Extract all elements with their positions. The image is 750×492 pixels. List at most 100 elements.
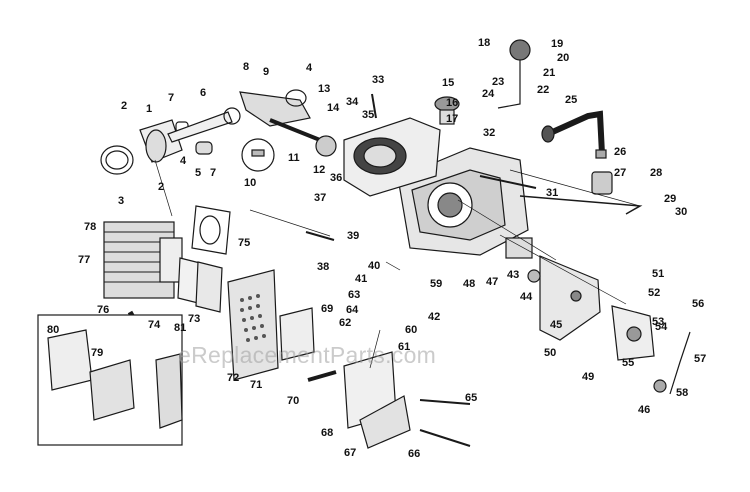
part-label: 43: [507, 269, 520, 281]
part-label: 7: [168, 92, 175, 104]
part-label: 17: [446, 113, 459, 125]
part-label: 27: [614, 167, 627, 179]
part-label: 1: [146, 103, 153, 115]
part-label: 23: [492, 76, 505, 88]
part-label: 4: [306, 62, 313, 74]
part-label: 48: [463, 278, 476, 290]
part-label: 9: [263, 66, 270, 78]
part-label: 29: [664, 193, 677, 205]
part-label: 70: [287, 395, 300, 407]
decal-inset: [37, 314, 183, 446]
part-label: 10: [244, 177, 257, 189]
cylinder-part: [103, 221, 183, 299]
muffler-part: [343, 351, 411, 449]
chain-brake-part: [653, 331, 691, 395]
part-label: 55: [622, 357, 635, 369]
part-label: 53: [652, 316, 665, 328]
part-label: 11: [288, 152, 300, 164]
part-label: 3: [118, 195, 125, 207]
tube-part: [541, 110, 605, 155]
part-label: 15: [442, 77, 455, 89]
part-label: 71: [250, 379, 263, 391]
piston-ring-part: [100, 145, 134, 175]
part-label: 61: [398, 341, 411, 353]
part-label: 14: [327, 102, 340, 114]
filter-part: [591, 149, 613, 195]
part-label: 24: [482, 88, 495, 100]
part-label: 74: [148, 319, 161, 331]
oil-pump-part: [611, 305, 655, 361]
part-label: 41: [355, 273, 368, 285]
crankshaft-part: [239, 89, 337, 157]
part-label: 25: [565, 94, 578, 106]
part-label: 31: [546, 187, 559, 199]
part-label: 36: [330, 172, 343, 184]
part-label: 58: [676, 387, 689, 399]
part-label: 64: [346, 304, 359, 316]
part-label: 76: [97, 304, 110, 316]
key-part: [241, 138, 275, 172]
part-label: 49: [582, 371, 595, 383]
part-label: 16: [446, 97, 459, 109]
part-label: 72: [227, 372, 240, 384]
part-label: 46: [638, 404, 651, 416]
part-label: 67: [344, 447, 357, 459]
part-label: 57: [694, 353, 707, 365]
part-label: 2: [158, 181, 165, 193]
part-label: 78: [84, 221, 97, 233]
part-label: 21: [543, 67, 556, 79]
part-label: 54: [655, 321, 668, 333]
part-label: 34: [346, 96, 359, 108]
oil-cap-part: [497, 39, 531, 109]
crankcase-half-part: [343, 117, 441, 197]
part-label: 45: [550, 319, 563, 331]
part-label: 30: [675, 206, 688, 218]
part-label: 62: [339, 317, 352, 329]
part-label: 51: [652, 268, 665, 280]
part-label: 40: [368, 260, 381, 272]
intake-gasket-part: [177, 257, 223, 313]
part-label: 32: [483, 127, 496, 139]
part-label: 73: [188, 313, 201, 325]
part-label: 66: [408, 448, 421, 460]
part-label: 20: [557, 52, 570, 64]
part-label: 65: [465, 392, 478, 404]
fuel-cap-part: [434, 96, 460, 125]
part-label: 50: [544, 347, 557, 359]
part-label: 13: [318, 83, 331, 95]
part-label: 77: [78, 254, 91, 266]
part-label: 35: [362, 109, 375, 121]
part-label: 19: [551, 38, 564, 50]
part-label: 4: [180, 155, 187, 167]
part-label: 59: [430, 278, 443, 290]
part-label: 60: [405, 324, 418, 336]
part-label: 7: [210, 167, 217, 179]
part-label: 47: [486, 276, 499, 288]
piston-part: [139, 119, 183, 163]
part-label: 75: [238, 237, 251, 249]
part-label: 18: [478, 37, 491, 49]
part-label: 2: [121, 100, 128, 112]
sprocket-part: [505, 237, 541, 283]
part-label: 38: [317, 261, 330, 273]
watermark: eReplacementParts.com: [178, 342, 437, 368]
part-label: 8: [243, 61, 250, 73]
part-label: 37: [314, 192, 327, 204]
part-label: 5: [195, 167, 202, 179]
part-label: 80: [47, 324, 60, 336]
part-label: 44: [520, 291, 533, 303]
part-label: 12: [313, 164, 326, 176]
gasket-part: [191, 205, 231, 255]
bolt-parts: [305, 93, 537, 447]
part-label: 22: [537, 84, 550, 96]
leader-lines: [154, 159, 641, 369]
muffler-screen-part: [279, 307, 315, 361]
part-label: 69: [321, 303, 334, 315]
part-label: 42: [428, 311, 441, 323]
part-label: 56: [692, 298, 705, 310]
muffler-plate-part: [227, 269, 279, 381]
part-label: 52: [648, 287, 661, 299]
part-label: 6: [200, 87, 207, 99]
